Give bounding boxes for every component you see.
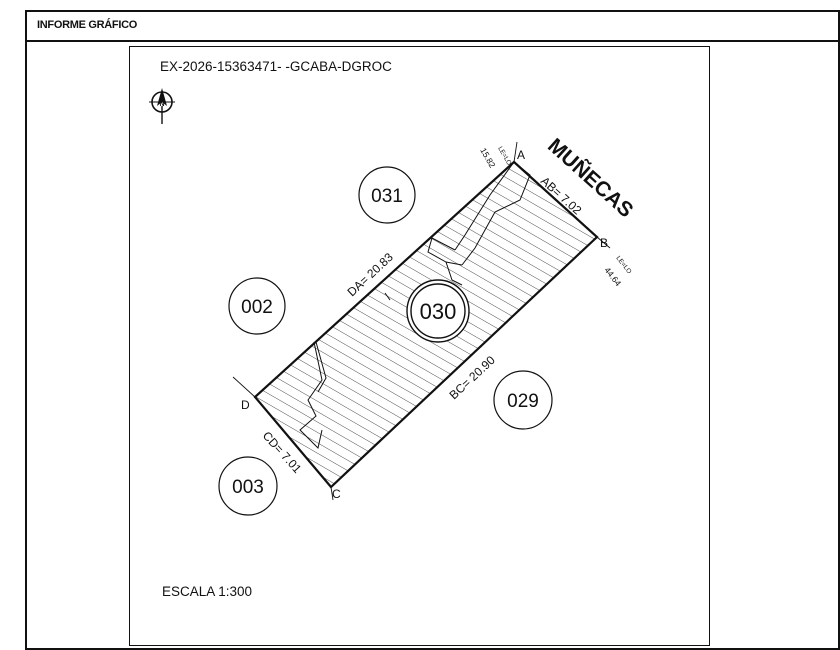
report-header: INFORME GRÁFICO: [27, 12, 838, 42]
neighbor-parcel-002-number: 002: [241, 297, 273, 318]
neighbor-parcel-003-number: 003: [232, 477, 264, 498]
line-note-b-value: 44.64: [602, 265, 623, 288]
vertex-c: C: [332, 487, 341, 501]
neighbor-parcel-031: 031: [358, 166, 416, 224]
dimension-extension-lines: [232, 141, 611, 501]
north-letter: N: [159, 101, 164, 108]
parcel-030-label: 030: [406, 279, 470, 343]
vertex-d: D: [241, 398, 250, 412]
line-note-a-value: 15.82: [478, 146, 497, 170]
line-note-a-label: LE=LO: [496, 146, 512, 167]
north-arrow-icon: N: [149, 88, 175, 124]
neighbor-parcel-003: 003: [218, 456, 278, 516]
parcel-plan: EX-2026-15363471- -GCABA-DGROC N MUÑECAS…: [149, 59, 637, 599]
neighbor-parcel-029-number: 029: [507, 391, 539, 412]
vertex-a: A: [517, 148, 525, 162]
vertex-b: B: [600, 236, 608, 250]
report-title: INFORME GRÁFICO: [37, 19, 137, 31]
scale-label: ESCALA 1:300: [162, 584, 252, 599]
expediente-number: EX-2026-15363471- -GCABA-DGROC: [160, 59, 392, 74]
neighbor-parcel-002: 002: [228, 277, 286, 335]
neighbor-parcel-029: 029: [493, 370, 553, 430]
internal-construction-lines: [299, 161, 531, 449]
neighbor-parcel-031-number: 031: [371, 186, 403, 207]
parcel-030-number: 030: [420, 299, 457, 324]
